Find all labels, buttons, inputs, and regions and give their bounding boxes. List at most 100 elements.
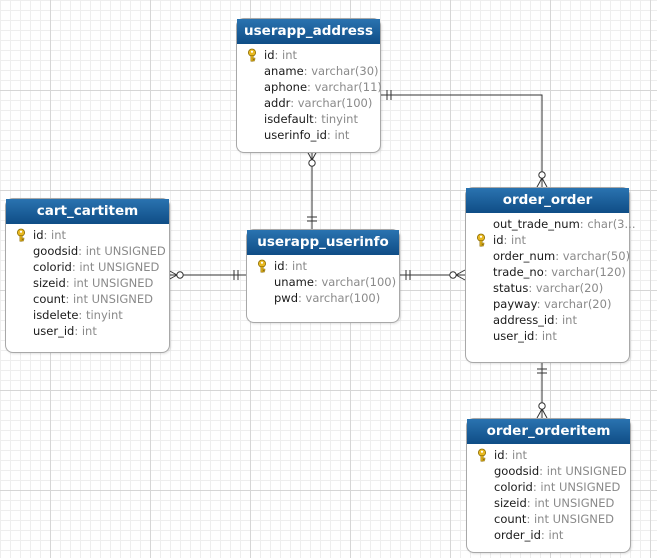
field-row[interactable]: isdelete: tinyint — [6, 307, 169, 323]
field-row[interactable]: count: int UNSIGNED — [6, 291, 169, 307]
field-name: aphone — [264, 80, 308, 94]
field-type: int UNSIGNED — [85, 244, 166, 258]
field-row[interactable]: user_id: int — [6, 323, 169, 339]
field-type: int UNSIGNED — [546, 464, 627, 478]
field-row[interactable]: order_id: int — [467, 527, 630, 543]
field-name: sizeid — [33, 276, 66, 290]
field-row[interactable]: goodsid: int UNSIGNED — [6, 243, 169, 259]
field-separator: : — [543, 265, 552, 279]
field-type: int — [512, 448, 528, 462]
field-name: userinfo_id — [264, 128, 327, 142]
field-name: id — [493, 233, 504, 247]
field-row[interactable]: goodsid: int UNSIGNED — [467, 463, 630, 479]
field-row[interactable]: pwd: varchar(100) — [247, 290, 399, 306]
table-title[interactable]: order_orderitem — [467, 419, 630, 444]
field-type: int — [282, 48, 298, 62]
field-type: int — [334, 128, 350, 142]
field-separator: : — [555, 249, 563, 263]
field-name: user_id — [33, 324, 75, 338]
field-separator: : — [303, 64, 312, 78]
field-name: id — [33, 228, 44, 242]
field-separator: : — [78, 308, 86, 322]
field-type: varchar(100) — [321, 275, 397, 289]
primary-key-field-row[interactable]: id: int — [247, 258, 399, 274]
field-row[interactable]: status: varchar(20) — [466, 280, 629, 296]
table-title[interactable]: userapp_userinfo — [247, 230, 399, 255]
field-type: int UNSIGNED — [533, 512, 614, 526]
field-separator: : — [284, 259, 293, 273]
field-row[interactable]: colorid: int UNSIGNED — [6, 259, 169, 275]
field-name: id — [274, 259, 285, 273]
field-separator: : — [579, 217, 588, 231]
field-row[interactable]: sizeid: int UNSIGNED — [6, 275, 169, 291]
table-order-order[interactable]: order_order out_trade_num: char(3...id: … — [465, 187, 635, 363]
field-row[interactable]: user_id: int — [466, 328, 629, 344]
crows-foot-prong — [541, 177, 548, 188]
field-row[interactable]: aphone: varchar(11) — [237, 79, 382, 95]
field-separator: : — [504, 448, 513, 462]
field-row[interactable]: address_id: int — [466, 312, 629, 328]
table-title[interactable]: order_order — [466, 188, 629, 213]
field-separator: : — [78, 244, 86, 258]
field-type: varchar(20) — [544, 297, 612, 311]
field-type: int — [561, 313, 577, 327]
field-separator: : — [274, 48, 283, 62]
table-title[interactable]: cart_cartitem — [6, 199, 169, 224]
field-row[interactable]: sizeid: int UNSIGNED — [467, 495, 630, 511]
field-name: count — [494, 512, 527, 526]
field-row[interactable]: out_trade_num: char(3... — [466, 216, 635, 232]
field-separator: : — [65, 276, 74, 290]
field-name: id — [264, 48, 275, 62]
primary-key-field-row[interactable]: id: int — [237, 47, 380, 63]
field-name: uname — [274, 275, 314, 289]
field-name: colorid — [33, 260, 72, 274]
field-name: user_id — [493, 329, 535, 343]
field-name: out_trade_num — [493, 217, 580, 231]
field-type: varchar(100) — [297, 96, 373, 110]
field-type: int — [51, 228, 67, 242]
field-separator: : — [74, 324, 82, 338]
table-title[interactable]: userapp_address — [237, 19, 380, 44]
primary-key-field-row[interactable]: id: int — [467, 447, 630, 463]
field-separator: : — [539, 464, 547, 478]
field-name: pwd — [274, 291, 299, 305]
field-row[interactable]: userinfo_id: int — [237, 127, 380, 143]
zero-cardinality-circle — [538, 171, 546, 179]
field-type: int UNSIGNED — [72, 292, 153, 306]
field-type: varchar(50) — [562, 249, 631, 263]
primary-key-field-row[interactable]: id: int — [6, 227, 169, 243]
primary-key-field-row[interactable]: id: int — [466, 232, 629, 248]
field-type: varchar(11) — [314, 80, 382, 94]
crows-foot-prong — [455, 269, 466, 276]
field-type: int — [548, 528, 564, 542]
field-row[interactable]: trade_no: varchar(120) — [466, 264, 629, 280]
field-row[interactable]: addr: varchar(100) — [237, 95, 380, 111]
field-separator: : — [526, 496, 535, 510]
field-name: trade_no — [493, 265, 544, 279]
field-row[interactable]: count: int UNSIGNED — [467, 511, 630, 527]
field-row[interactable]: aname: varchar(30) — [237, 63, 380, 79]
field-row[interactable]: order_num: varchar(50) — [466, 248, 631, 264]
field-name: address_id — [493, 313, 555, 327]
field-separator: : — [65, 292, 73, 306]
field-row[interactable]: payway: varchar(20) — [466, 296, 629, 312]
field-separator: : — [526, 512, 534, 526]
crows-foot-prong — [536, 177, 543, 188]
field-row[interactable]: isdefault: tinyint — [237, 111, 380, 127]
zero-cardinality-circle — [176, 271, 184, 279]
field-row[interactable]: uname: varchar(100) — [247, 274, 399, 290]
field-name: goodsid — [494, 464, 540, 478]
field-name: isdefault — [264, 112, 314, 126]
field-row[interactable]: colorid: int UNSIGNED — [467, 479, 630, 495]
primary-key-icon — [478, 448, 486, 462]
field-separator: : — [290, 96, 298, 110]
field-separator: : — [536, 297, 545, 311]
